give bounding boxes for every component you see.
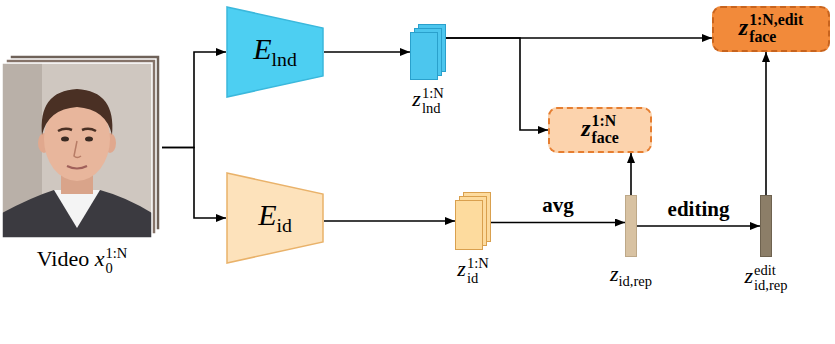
edge-label: avg — [540, 194, 576, 217]
arrow-connector — [630, 153, 632, 195]
node-label: zface1:N,edit — [739, 12, 803, 45]
subscript: face — [749, 29, 803, 46]
arrow-connector — [162, 52, 226, 148]
latent-stack: zid1:N — [455, 192, 491, 250]
stack-outline — [410, 24, 446, 80]
subscript: id — [467, 271, 489, 286]
arrow-connector — [324, 220, 455, 222]
latent-stack: zlnd1:N — [410, 24, 446, 80]
superscript: edit — [754, 263, 787, 278]
video-frames: Video x01:N — [2, 55, 162, 240]
text-part: E — [253, 32, 271, 65]
text-part: lnd — [272, 48, 297, 70]
stack-outline — [455, 192, 491, 250]
video-frames-art — [2, 55, 160, 238]
arrow-connector — [162, 148, 226, 219]
encoder-trapezoid: Elnd — [226, 6, 324, 98]
bar-outline — [760, 195, 772, 257]
text-part: z — [610, 261, 619, 286]
text-part: id,rep — [619, 273, 652, 289]
subscript: id,rep — [754, 278, 787, 293]
node-label: zface1:N — [581, 113, 619, 146]
text-part: z — [744, 263, 753, 288]
text-part: E — [258, 198, 276, 231]
script-stack: face1:N,edit — [749, 12, 803, 45]
text-part: z — [457, 256, 466, 281]
node-label: Elnd — [253, 34, 297, 70]
latent-label: Video x01:N — [37, 246, 128, 276]
superscript: 1:N — [105, 246, 127, 261]
text-part: z — [581, 115, 590, 141]
latent-label: zid1:N — [457, 256, 488, 286]
script-stack: face1:N — [592, 113, 619, 146]
latent-bar: zid,repedit — [760, 195, 772, 257]
text-part: z — [412, 86, 421, 111]
superscript: 1:N — [467, 256, 489, 271]
arrow-connector — [446, 37, 712, 39]
arrow-connector — [324, 51, 410, 53]
script-stack: 01:N — [105, 246, 127, 276]
bar-outline — [625, 195, 637, 257]
subscript: 0 — [105, 261, 127, 276]
text-part: Video — [37, 246, 95, 271]
latent-label: zid,rep — [610, 263, 652, 289]
edge-label: editing — [666, 198, 732, 221]
latent-label: zid,repedit — [744, 263, 787, 293]
superscript: 1:N — [592, 113, 619, 130]
arrow-connector — [637, 225, 760, 227]
script-stack: id,repedit — [754, 263, 787, 293]
text-part: id — [276, 214, 291, 236]
superscript: 1:N — [422, 86, 444, 101]
script-stack: id1:N — [467, 256, 489, 286]
superscript: 1:N,edit — [749, 12, 803, 29]
arrow-connector — [765, 52, 767, 195]
subscript: face — [592, 130, 619, 147]
latent-label: zlnd1:N — [412, 86, 443, 116]
node-label: Eid — [258, 200, 292, 236]
latent-box: zface1:N — [548, 107, 652, 153]
text-part: x — [95, 246, 105, 271]
encoder-trapezoid: Eid — [226, 172, 324, 264]
text-part: z — [739, 14, 748, 40]
latent-box: zface1:N,edit — [712, 6, 830, 52]
subscript: lnd — [422, 101, 444, 116]
arrow-connector — [491, 222, 625, 224]
arrow-connector — [446, 38, 548, 130]
latent-bar: zid,rep — [625, 195, 637, 257]
script-stack: lnd1:N — [422, 86, 444, 116]
